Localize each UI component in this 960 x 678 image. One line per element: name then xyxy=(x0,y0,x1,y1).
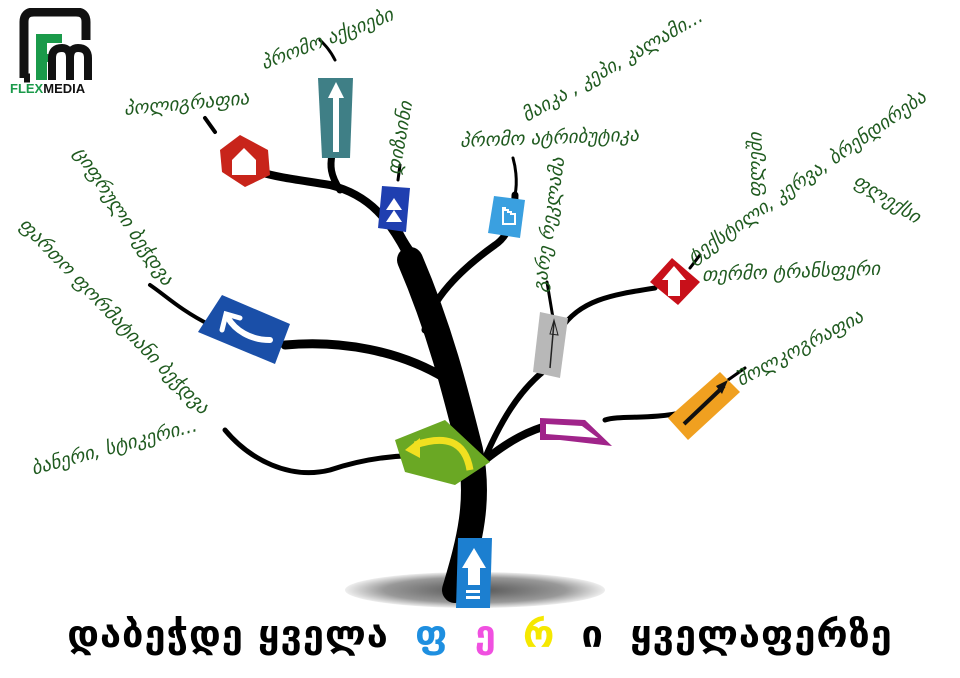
sign-blue-double-arrow-icon xyxy=(378,186,410,232)
sign-green-curved-arrow-icon xyxy=(395,420,490,485)
sign-teal-up-arrow-icon xyxy=(318,78,353,158)
slogan: დაბეჭდე ყველა ფ ე რ ი ყველაფერზე xyxy=(0,612,960,656)
sign-hand-cursor-icon xyxy=(488,196,525,238)
sign-gray-arrow-icon xyxy=(533,312,568,378)
slogan-letter-black: ი xyxy=(581,612,604,656)
sign-magenta-arrow-icon xyxy=(540,418,612,446)
fm-logo-icon xyxy=(19,7,92,83)
slogan-part2: ყველაფერზე xyxy=(630,612,893,656)
sign-red-diamond-arrow-icon xyxy=(650,258,700,305)
slogan-part1: დაბეჭდე ყველა xyxy=(67,612,389,656)
sign-blue-left-arrow-icon xyxy=(198,295,290,364)
logo-wordmark: FLEXMEDIA xyxy=(10,81,85,96)
logo-flex: FLEX xyxy=(10,81,44,96)
slogan-letter-yellow: რ xyxy=(523,612,556,656)
sign-red-hexagon-icon xyxy=(220,135,270,187)
sign-orange-arrow-icon xyxy=(668,372,740,440)
label-flash: ფლეში xyxy=(744,132,767,198)
slogan-letter-blue: ფ xyxy=(415,612,449,656)
slogan-letter-magenta: ე xyxy=(474,612,497,656)
sign-blue-bottom-arrow-icon xyxy=(456,538,492,608)
logo-media: MEDIA xyxy=(43,81,86,96)
flexmedia-logo xyxy=(10,7,92,98)
